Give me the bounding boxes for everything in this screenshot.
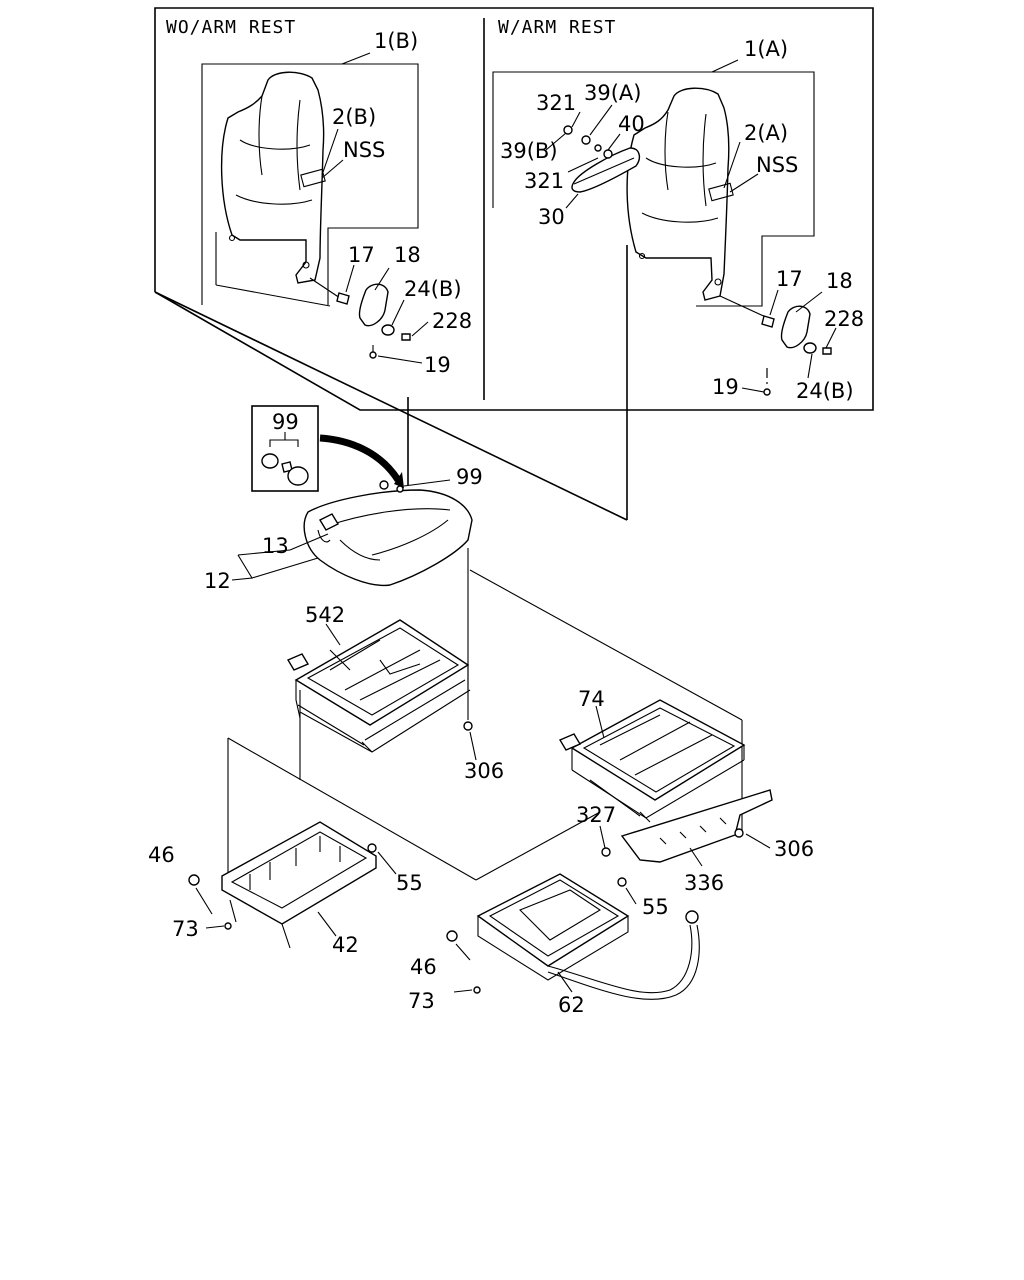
- header-w-arm-rest: W/ARM REST: [498, 17, 616, 38]
- callout-55-left: 55: [396, 871, 423, 895]
- right-leaders: [545, 59, 837, 393]
- callout-306-right: 306: [774, 837, 814, 861]
- callout-228-left: 228: [432, 309, 472, 333]
- seat-adjuster-frame-74: [558, 699, 746, 823]
- callout-321-top: 321: [536, 91, 576, 115]
- callout-99-inset: 99: [272, 410, 299, 434]
- callout-99: 99: [456, 465, 483, 489]
- left-leaders: [321, 52, 429, 364]
- callout-2b: 2(B): [332, 105, 376, 129]
- seat-adjuster-frame-542: [286, 619, 473, 753]
- base-bracket-62: [446, 873, 700, 1000]
- seat-cushion: [231, 479, 473, 587]
- callout-73-left: 73: [172, 917, 199, 941]
- callout-327: 327: [576, 803, 616, 827]
- callout-24b-left: 24(B): [404, 277, 462, 301]
- clip-99-inset: [251, 405, 404, 492]
- base-bracket-42: [188, 821, 377, 949]
- callout-46-left: 46: [148, 843, 175, 867]
- callout-62: 62: [558, 993, 585, 1017]
- callout-39b: 39(B): [500, 139, 558, 163]
- callout-542: 542: [305, 603, 345, 627]
- seat-back-with-arm-rest: [492, 71, 815, 307]
- callout-24b-right: 24(B): [796, 379, 854, 403]
- left-hardware: [309, 277, 411, 359]
- callout-19-right: 19: [712, 375, 739, 399]
- callout-17-left: 17: [348, 243, 375, 267]
- callout-30: 30: [538, 205, 565, 229]
- callout-1a: 1(A): [744, 37, 788, 61]
- callout-13: 13: [262, 534, 289, 558]
- callout-19-left: 19: [424, 353, 451, 377]
- callout-40: 40: [618, 112, 645, 136]
- callout-74: 74: [578, 687, 605, 711]
- callout-18-left: 18: [394, 243, 421, 267]
- seat-back-variants-frame: [154, 7, 874, 411]
- callout-nss-left: NSS: [343, 138, 385, 162]
- callout-306-left: 306: [464, 759, 504, 783]
- right-arm-hardware: [563, 125, 613, 159]
- callout-39a: 39(A): [584, 81, 641, 105]
- callout-73-right: 73: [408, 989, 435, 1013]
- bracket-336: [601, 789, 773, 863]
- callout-18-right: 18: [826, 269, 853, 293]
- callout-321-mid: 321: [524, 169, 564, 193]
- callout-2a: 2(A): [744, 121, 788, 145]
- callout-1b: 1(B): [374, 29, 418, 53]
- seat-back-without-arm-rest: [201, 63, 419, 307]
- callout-55-right: 55: [642, 895, 669, 919]
- right-bottom-hardware: [719, 295, 832, 396]
- callout-336: 336: [684, 871, 724, 895]
- callout-nss-right: NSS: [756, 153, 798, 177]
- header-wo-arm-rest: WO/ARM REST: [166, 17, 296, 38]
- callout-46-right: 46: [410, 955, 437, 979]
- callout-17-right: 17: [776, 267, 803, 291]
- callout-12: 12: [204, 569, 231, 593]
- callout-228-right: 228: [824, 307, 864, 331]
- callout-42: 42: [332, 933, 359, 957]
